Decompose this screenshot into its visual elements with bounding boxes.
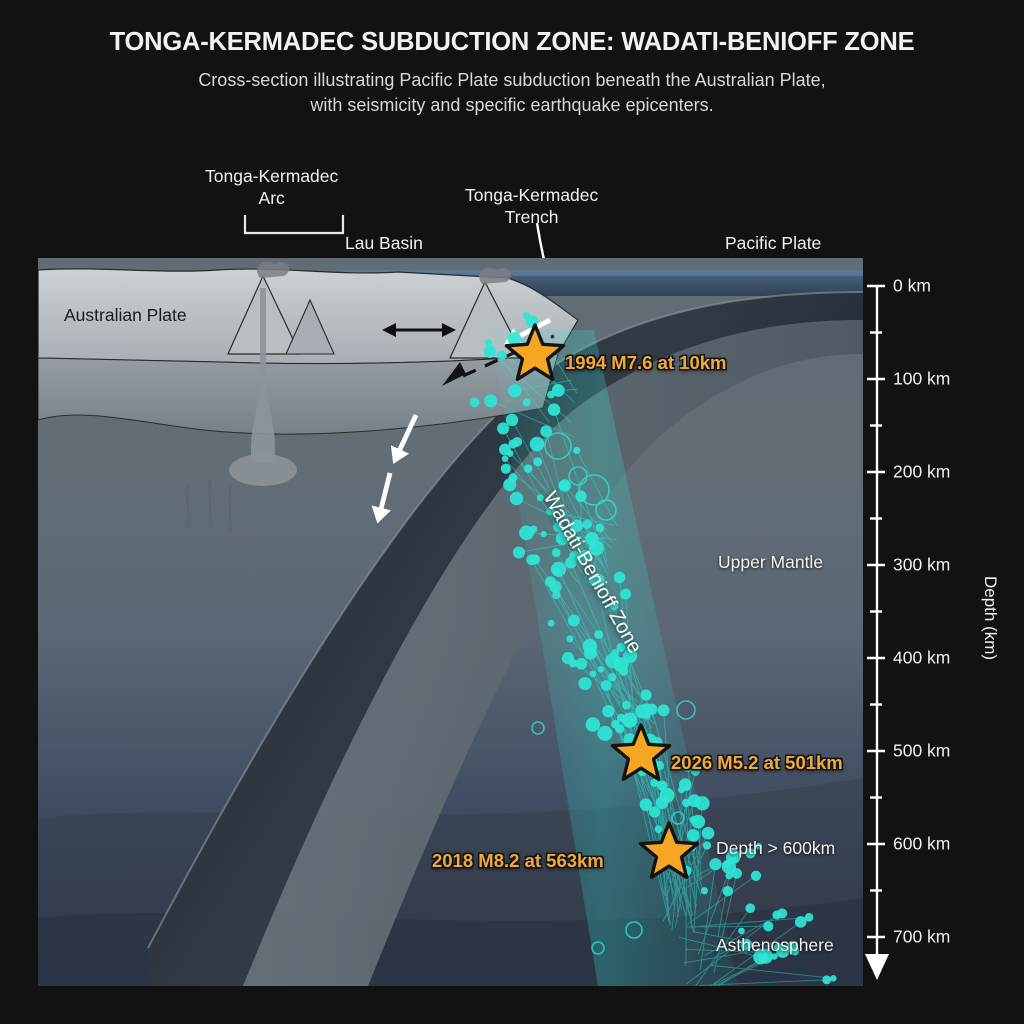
earthquake-label: 1994 M7.6 at 10km [565, 352, 727, 373]
depth-axis-ticks [867, 284, 885, 939]
cross-section-graphic [38, 261, 863, 986]
label-australian-plate: Australian Plate [64, 305, 187, 325]
subtitle-line-1: Cross-section illustrating Pacific Plate… [198, 70, 826, 90]
spreading-arrows [382, 323, 456, 337]
depth-tick-label: 500 km [893, 740, 951, 761]
depth-tick-label: 100 km [893, 368, 951, 389]
label-asthenosphere: Asthenosphere [716, 935, 834, 955]
annotation-arc-line-2: Arc [258, 188, 285, 208]
magma-conduit-1 [250, 288, 276, 463]
volcano-plume-3 [479, 267, 511, 284]
cross-section-panel: Australian Plate Upper Mantle Depth > 60… [38, 258, 863, 986]
earthquake-stars [504, 323, 700, 879]
volcano-cone-2 [285, 298, 335, 355]
depth-axis-graphic [865, 284, 889, 980]
slab-motion-arrows [371, 317, 552, 524]
annotation-lau-basin: Lau Basin [345, 233, 423, 253]
mantle-wedge [38, 353, 559, 435]
magma-dykes [186, 479, 232, 533]
annotation-pacific-plate: Pacific Plate [725, 233, 822, 253]
annotation-trench: Tonga-Kermadec Trench [465, 184, 598, 228]
depth-axis: 0 km 100 km 200 km 300 km 400 km 500 km 600 km… [863, 258, 1024, 998]
annotation-arc-line-1: Tonga-Kermadec [205, 166, 339, 186]
magma-chamber-1 [229, 454, 297, 486]
arc-bracket [243, 215, 345, 235]
volcano-plume-1 [257, 261, 289, 278]
earthquake-label: 2018 M8.2 at 563km [432, 850, 604, 871]
sea-surface-line [338, 270, 863, 276]
label-upper-mantle: Upper Mantle [718, 552, 824, 572]
annotation-trench-line-1: Tonga-Kermadec [465, 185, 599, 205]
depth-tick-label: 300 km [893, 554, 951, 575]
thrust-arrow [442, 362, 466, 386]
depth-tick-label: 700 km [893, 926, 951, 947]
depth-tick-label: 400 km [893, 647, 951, 668]
page-subtitle: Cross-section illustrating Pacific Plate… [0, 68, 1024, 118]
depth-tick-label: 600 km [893, 833, 951, 854]
depth-axis-title: Depth (km) [981, 576, 1000, 661]
leader-lines [243, 215, 558, 296]
depth-tick-label: 0 km [893, 275, 931, 296]
depth-axis-arrow [865, 954, 889, 980]
label-deep-focus: Depth > 600km [716, 838, 836, 858]
slab-lithosphere [243, 320, 863, 986]
earthquake-label: 2026 M5.2 at 501km [671, 752, 843, 773]
annotation-arc: Tonga-Kermadec Arc [205, 165, 338, 209]
annotation-trench-line-2: Trench [504, 207, 559, 227]
depth-tick-label: 200 km [893, 461, 951, 482]
subtitle-line-2: with seismicity and specific earthquake … [310, 95, 714, 115]
page-title: TONGA-KERMADEC SUBDUCTION ZONE: WADATI-B… [109, 28, 915, 56]
